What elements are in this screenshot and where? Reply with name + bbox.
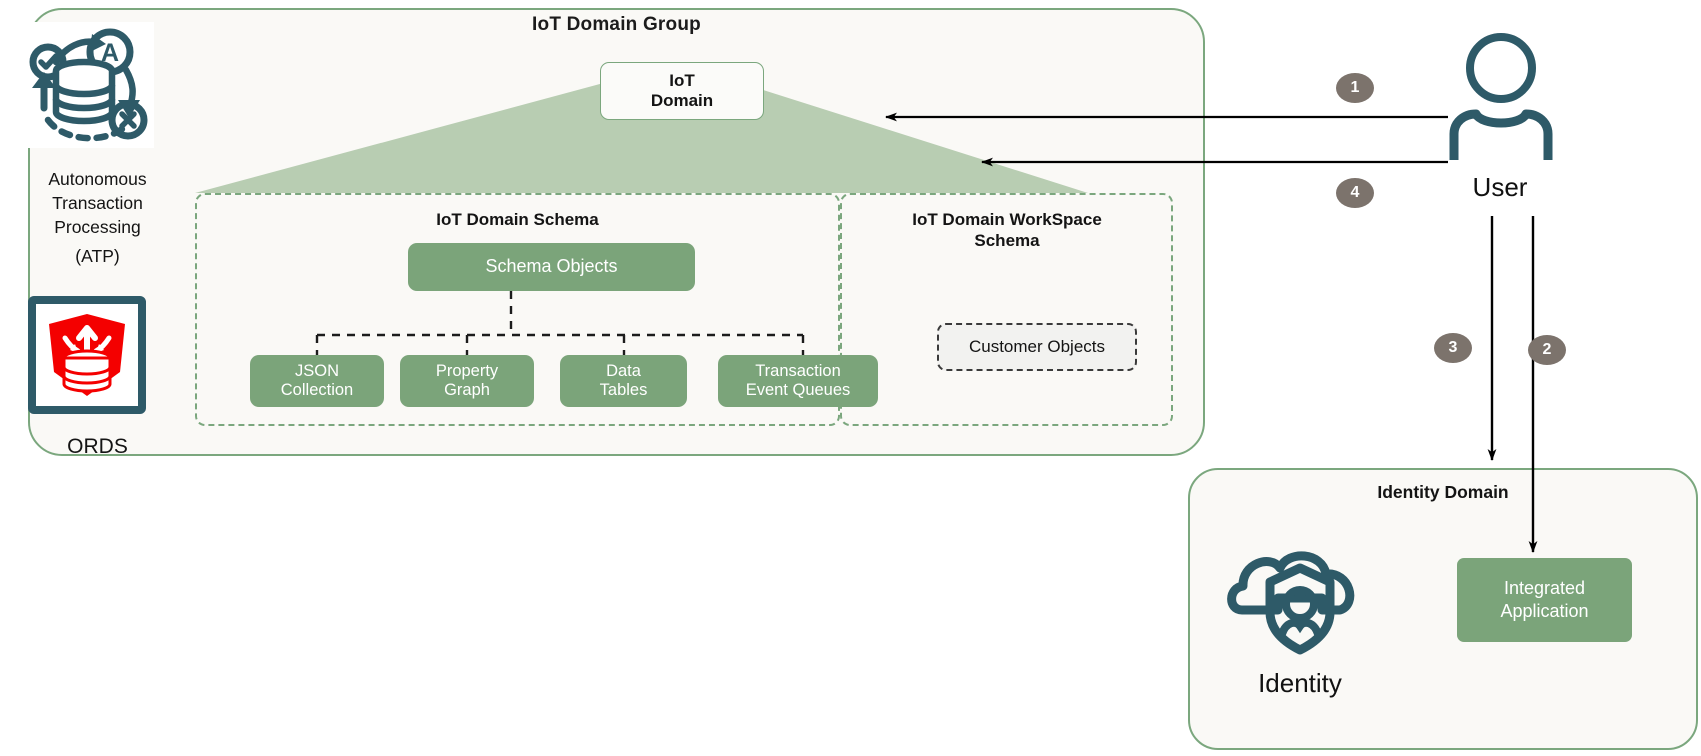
identity-domain-title: Identity Domain	[1377, 482, 1509, 502]
workspace-title-line1: IoT Domain WorkSpace	[912, 210, 1102, 229]
identity-label: Identity	[1258, 668, 1342, 698]
iot-domain-box: IoT Domain	[600, 62, 764, 120]
schema-tree-connectors	[315, 291, 805, 355]
leaf-2-line1: Data	[606, 361, 641, 380]
user-label: User	[1472, 172, 1528, 202]
leaf-0-line1: JSON	[294, 361, 339, 380]
iot-domain-schema-title: IoT Domain Schema	[436, 210, 599, 229]
atp-label: Autonomous Transaction Processing (ATP)	[20, 168, 175, 269]
atp-label-line3: Processing	[54, 216, 141, 237]
workspace-title-line2: Schema	[974, 230, 1040, 250]
atp-label-line1: Autonomous	[48, 169, 147, 189]
atp-label-line2: Transaction	[52, 192, 143, 213]
leaf-1-line1: Property	[435, 361, 499, 380]
integrated-application-box: Integrated Application	[1457, 558, 1632, 642]
iot-domain-group-title: IoT Domain Group	[532, 14, 701, 35]
user-person-icon	[1449, 33, 1553, 160]
leaf-0-line2: Collection	[280, 381, 354, 399]
leaf-2-line2: Tables	[599, 381, 648, 399]
leaf-3-line1: Transaction	[755, 361, 841, 380]
iot-domain-line2: Domain	[650, 91, 714, 110]
schema-leaf-data-tables: Data Tables	[560, 355, 687, 407]
customer-objects-box: Customer Objects	[937, 323, 1137, 371]
integrated-app-line1: Integrated	[1503, 578, 1586, 599]
schema-objects-box: Schema Objects	[408, 243, 695, 291]
step-badge-4: 4	[1336, 178, 1374, 208]
schema-leaf-transaction-event-queues: Transaction Event Queues	[718, 355, 878, 407]
schema-leaf-property-graph: Property Graph	[400, 355, 534, 407]
iot-domain-workspace-schema-container	[840, 193, 1173, 426]
iot-domain-workspace-schema-title: IoT Domain WorkSpace Schema	[848, 210, 1166, 251]
atp-label-line4: (ATP)	[75, 246, 120, 267]
iot-domain-line1: IoT	[669, 71, 695, 91]
ords-label: ORDS	[67, 435, 128, 458]
ords-shield-icon	[28, 296, 146, 414]
identity-cloud-shield-person-icon	[1227, 551, 1355, 655]
autonomous-transaction-processing-icon: A	[22, 22, 154, 148]
integrated-app-line2: Application	[1500, 601, 1589, 621]
leaf-1-line2: Graph	[444, 381, 490, 399]
step-badge-2: 2	[1528, 335, 1566, 365]
schema-leaf-json-collection: JSON Collection	[250, 355, 384, 407]
leaf-3-line2: Event Queues	[745, 381, 851, 399]
iot-domain-schema-container	[195, 193, 840, 426]
svg-text:A: A	[101, 39, 119, 67]
step-badge-1: 1	[1336, 73, 1374, 103]
step-badge-3: 3	[1434, 333, 1472, 363]
